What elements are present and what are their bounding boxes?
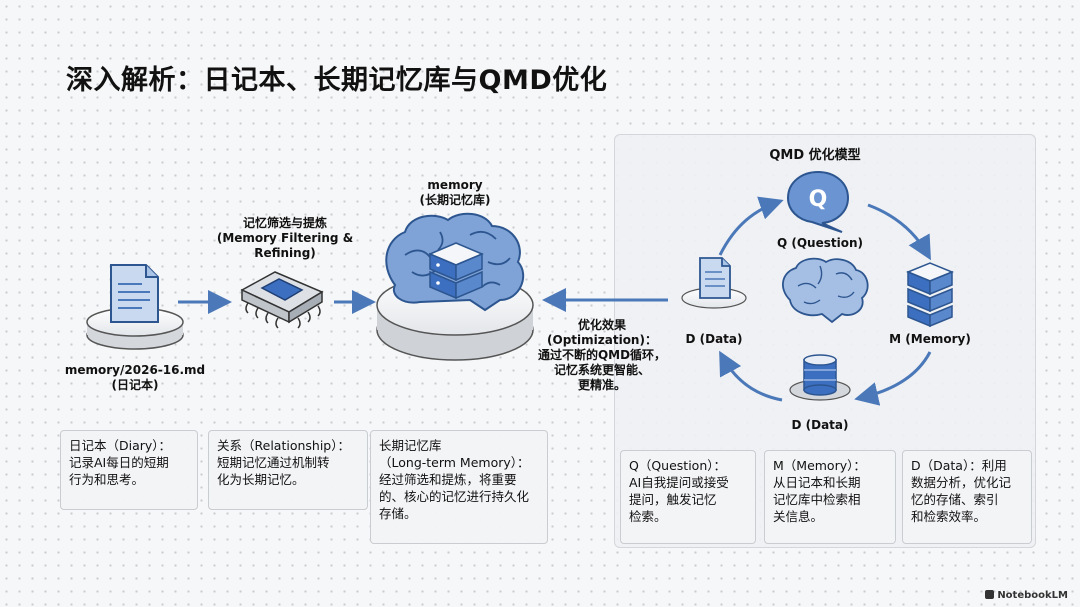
diary-label-line: (日记本) <box>111 378 159 392</box>
box-line: 关信息。 <box>773 509 824 524</box>
relationship-desc-box: 关系（Relationship）： 短期记忆通过机制转 化为长期记忆。 <box>208 430 368 510</box>
box-line: 和检索效率。 <box>911 509 987 524</box>
logo-text: NotebookLM <box>997 590 1068 601</box>
box-line: AI自我提问或接受 <box>629 475 729 490</box>
data-database-icon <box>789 354 851 401</box>
page-title: 深入解析：日记本、长期记忆库与QMD优化 <box>66 65 608 96</box>
q-letter: Q <box>809 187 828 212</box>
diary-label: memory/2026-16.md (日记本) <box>50 363 220 393</box>
optimization-line: (Optimization)： <box>547 333 657 347</box>
optimization-label: 优化效果 (Optimization)： 通过不断的QMD循环， 记忆系统更智能… <box>532 318 672 393</box>
box-line: D（Data）：利用 <box>911 458 1007 473</box>
box-line: 记录AI每日的短期 <box>69 455 169 470</box>
qmd-center-brain-icon <box>782 257 869 324</box>
memory-brain-icon <box>376 212 534 361</box>
arrow-d-to-d <box>719 350 783 402</box>
diary-label-line: memory/2026-16.md <box>64 363 206 377</box>
optimization-line: 更精准。 <box>577 378 626 392</box>
box-line: 存储。 <box>379 506 417 521</box>
box-line: 从日记本和长期 <box>773 475 861 490</box>
box-line: 短期记忆通过机制转 <box>217 455 330 470</box>
arrow-m-to-d <box>854 351 932 406</box>
long-term-memory-desc-box: 长期记忆库 （Long-term Memory）： 经过筛选和提炼，将重要 的、… <box>370 430 548 544</box>
diary-desc-box: 日记本（Diary）： 记录AI每日的短期 行为和思考。 <box>60 430 198 510</box>
arrow-d-to-q <box>718 196 784 256</box>
box-line: 数据分析，优化记 <box>911 475 1012 490</box>
arrow-q-to-m <box>867 203 931 261</box>
optimization-line: 优化效果 <box>577 318 626 332</box>
memory-label-line: memory <box>427 178 483 192</box>
box-line: 记忆库中检索相 <box>773 492 861 507</box>
box-line: 化为长期记忆。 <box>217 472 305 487</box>
data-desc-box: D（Data）：利用 数据分析，优化记 忆的存储、索引 和检索效率。 <box>902 450 1032 544</box>
notebooklm-logo-icon <box>985 590 995 599</box>
box-line: 提问，触发记忆 <box>629 492 717 507</box>
box-line: 行为和思考。 <box>69 472 145 487</box>
d-bottom-label: D (Data) <box>791 418 849 432</box>
box-line: M（Memory）： <box>773 458 866 473</box>
question-desc-box: Q（Question）： AI自我提问或接受 提问，触发记忆 检索。 <box>620 450 756 544</box>
memory-label: memory (长期记忆库) <box>385 178 525 208</box>
filter-label-line: Refining) <box>254 246 316 260</box>
box-line: （Long-term Memory）： <box>379 455 530 470</box>
box-line: 经过筛选和提炼，将重要 <box>379 472 517 487</box>
memory-desc-box: M（Memory）： 从日记本和长期 记忆库中检索相 关信息。 <box>764 450 896 544</box>
box-line: 检索。 <box>629 509 667 524</box>
memory-server-icon <box>906 262 954 328</box>
filter-label: 记忆筛选与提炼 (Memory Filtering & Refining) <box>200 216 370 261</box>
memory-label-line: (长期记忆库) <box>419 193 491 207</box>
diary-document-icon <box>86 264 184 350</box>
filter-label-line: 记忆筛选与提炼 <box>242 216 327 230</box>
box-line: 长期记忆库 <box>379 438 442 453</box>
optimization-line: 通过不断的QMD循环， <box>537 348 667 362</box>
filter-chip-icon <box>240 271 324 329</box>
box-line: 忆的存储、索引 <box>911 492 999 507</box>
q-label: Q (Question) <box>776 236 863 250</box>
box-line: 日记本（Diary）： <box>69 438 172 453</box>
data-document-icon <box>681 257 747 309</box>
qmd-title: QMD 优化模型 <box>769 148 861 163</box>
box-line: 的、核心的记忆进行持久化 <box>379 489 530 504</box>
notebooklm-logo: NotebookLM <box>985 590 1068 601</box>
filter-label-line: (Memory Filtering & <box>216 231 354 245</box>
box-line: 关系（Relationship）： <box>217 438 350 453</box>
box-line: Q（Question）： <box>629 458 726 473</box>
optimization-line: 记忆系统更智能、 <box>553 363 650 377</box>
d-left-label: D (Data) <box>685 332 743 346</box>
question-bubble-icon <box>786 170 850 233</box>
m-label: M (Memory) <box>889 332 971 346</box>
